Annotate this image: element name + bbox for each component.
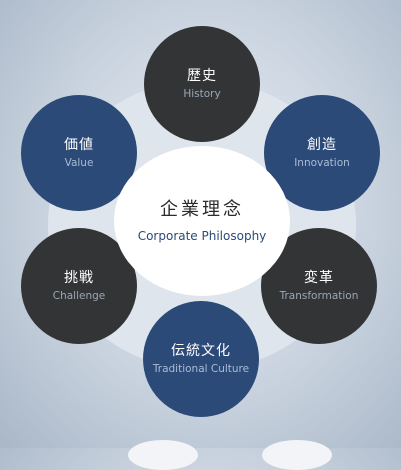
node-challenge-label-en: Challenge [52,290,106,302]
next-section-arc-right [262,440,332,470]
node-traditional-culture-label-en: Traditional Culture [152,363,250,375]
node-innovation-label-en: Innovation [294,157,350,169]
node-challenge[interactable]: 挑戦 Challenge [21,228,137,344]
node-transformation-label-en: Transformation [279,290,359,302]
node-transformation[interactable]: 変革 Transformation [261,228,377,344]
node-value-label-jp: 価値 [64,137,94,153]
center-title-jp: 企業理念 [160,198,244,220]
node-history-label-en: History [183,88,221,100]
node-history-label-jp: 歴史 [187,68,217,84]
node-transformation-label-jp: 変革 [304,270,334,286]
node-traditional-culture-label-jp: 伝統文化 [171,343,231,359]
center-philosophy-circle: 企業理念 Corporate Philosophy [114,146,290,296]
node-value[interactable]: 価値 Value [21,95,137,211]
node-history[interactable]: 歴史 History [144,26,260,142]
next-section-arc-left [128,440,198,470]
node-challenge-label-jp: 挑戦 [64,270,94,286]
node-traditional-culture[interactable]: 伝統文化 Traditional Culture [143,301,259,417]
center-title-en: Corporate Philosophy [137,228,267,243]
node-innovation-label-jp: 創造 [307,137,337,153]
node-value-label-en: Value [64,157,94,169]
